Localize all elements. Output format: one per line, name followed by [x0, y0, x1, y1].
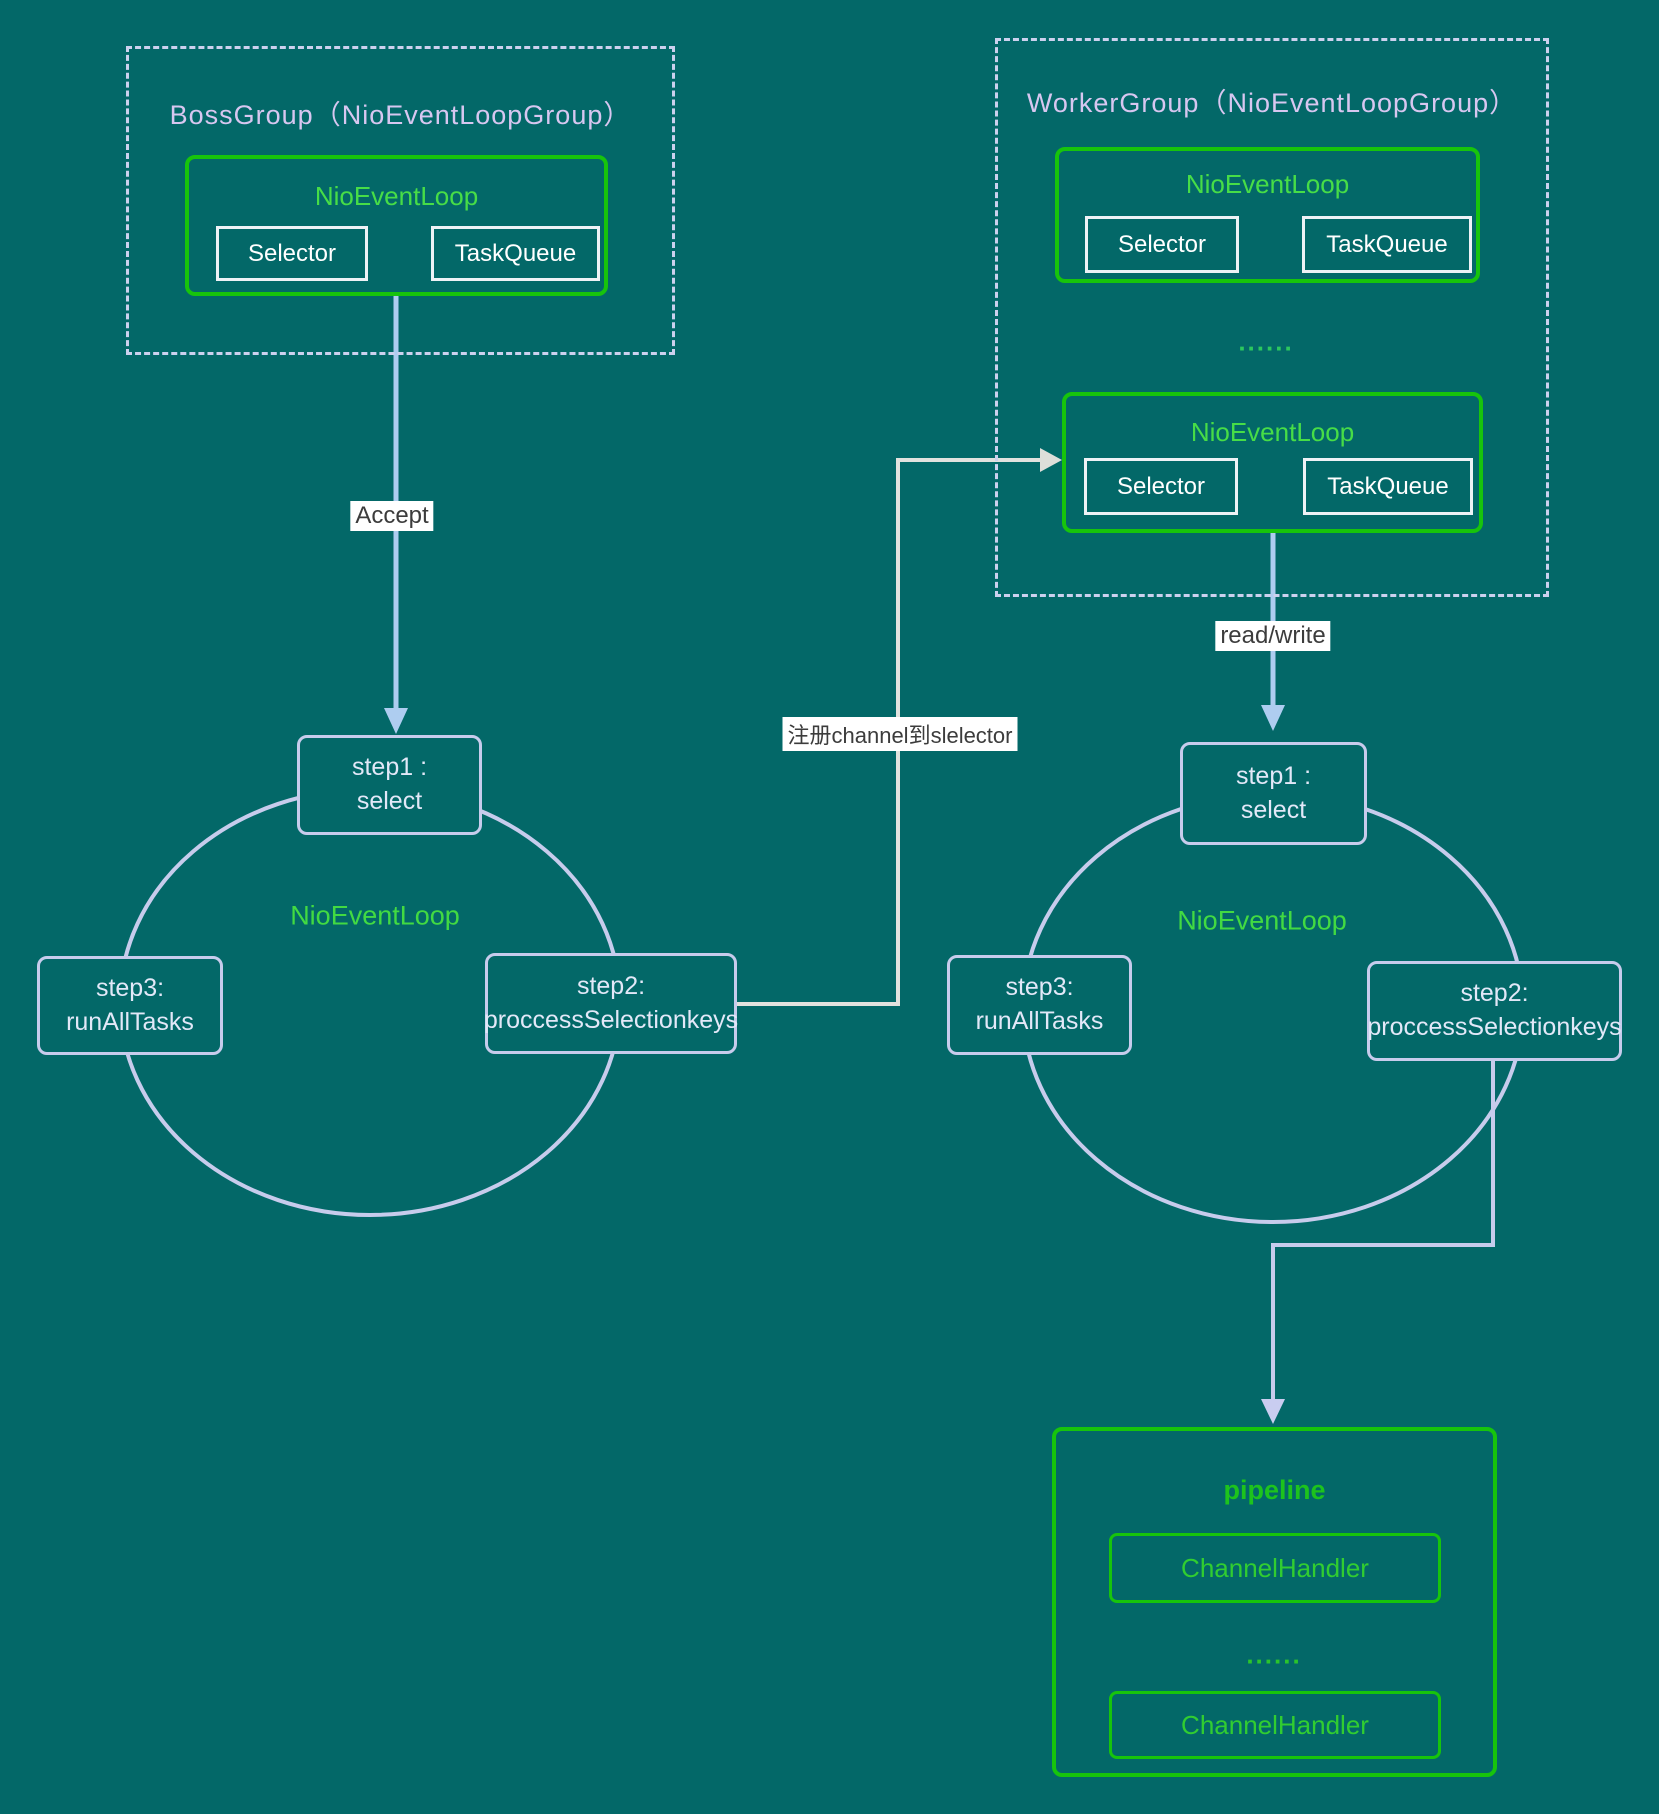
- worker-step2-box: step2: proccessSelectionkeys: [1367, 961, 1622, 1061]
- worker-step2-line1: step2:: [1460, 979, 1529, 1008]
- worker2-selector-box: Selector: [1084, 458, 1238, 515]
- boss-nioeventloop-title: NioEventLoop: [314, 181, 479, 211]
- pipeline-title: pipeline: [1223, 1475, 1326, 1505]
- worker2-taskqueue-box: TaskQueue: [1303, 458, 1473, 515]
- boss-group-title: BossGroup（NioEventLoopGroup）: [169, 100, 632, 130]
- boss-step1-box: step1 : select: [297, 735, 482, 835]
- worker-step1-line1: step1 :: [1235, 761, 1312, 790]
- boss-step1-line1: step1 :: [351, 753, 428, 782]
- register-channel-arrowhead: [1040, 448, 1062, 472]
- worker-group-box: WorkerGroup（NioEventLoopGroup）: [995, 38, 1549, 597]
- boss-step2-line2: proccessSelectionkeys: [483, 1005, 739, 1034]
- pipeline-connector-arrowhead: [1261, 1399, 1285, 1424]
- accept-arrowhead: [384, 708, 408, 734]
- worker1-taskqueue-box: TaskQueue: [1302, 216, 1472, 273]
- worker-nioeventloop2-box: NioEventLoop Selector TaskQueue: [1062, 392, 1483, 533]
- worker-nioeventloop1-box: NioEventLoop Selector TaskQueue: [1055, 147, 1480, 283]
- pipeline-box: pipeline ChannelHandler ...... ChannelHa…: [1052, 1427, 1497, 1777]
- register-channel-label: 注册channel到slelector: [782, 717, 1018, 751]
- channel-handler-box-2: ChannelHandler: [1109, 1691, 1441, 1759]
- worker-step3-box: step3: runAllTasks: [947, 955, 1132, 1055]
- read-write-label: read/write: [1215, 621, 1331, 651]
- pipeline-ellipsis: ......: [1246, 1639, 1302, 1670]
- worker-nioeventloop1-title: NioEventLoop: [1185, 169, 1350, 199]
- read-write-arrowhead: [1261, 705, 1285, 731]
- worker-loop-label: NioEventLoop: [1177, 905, 1347, 936]
- boss-group-box: BossGroup（NioEventLoopGroup）: [126, 46, 675, 355]
- worker1-selector-box: Selector: [1085, 216, 1239, 273]
- worker-step1-line2: select: [1240, 795, 1307, 824]
- boss-step3-line1: step3:: [95, 973, 165, 1002]
- boss-loop-label: NioEventLoop: [290, 900, 460, 931]
- worker-group-title: WorkerGroup（NioEventLoopGroup）: [1026, 88, 1518, 118]
- worker-group-ellipsis: ......: [1238, 326, 1294, 357]
- channel-handler-box-1: ChannelHandler: [1109, 1533, 1441, 1603]
- boss-step3-box: step3: runAllTasks: [37, 956, 223, 1055]
- boss-step1-line2: select: [356, 787, 423, 815]
- worker-step1-box: step1 : select: [1180, 742, 1367, 845]
- worker-step3-line1: step3:: [1005, 973, 1074, 1002]
- boss-step3-line2: runAllTasks: [66, 1007, 194, 1036]
- boss-taskqueue-box: TaskQueue: [431, 226, 600, 281]
- pipeline-connector-line: [1271, 1061, 1495, 1402]
- boss-step2-box: step2: proccessSelectionkeys: [483, 953, 739, 1054]
- worker-step3-line2: runAllTasks: [975, 1007, 1104, 1035]
- worker-nioeventloop2-title: NioEventLoop: [1190, 417, 1355, 447]
- boss-selector-box: Selector: [216, 226, 368, 281]
- boss-nioeventloop-box: NioEventLoop Selector TaskQueue: [185, 155, 608, 296]
- accept-label: Accept: [350, 501, 434, 531]
- worker-step2-line2: proccessSelectionkeys: [1367, 1013, 1622, 1041]
- boss-step2-line1: step2:: [576, 971, 646, 1000]
